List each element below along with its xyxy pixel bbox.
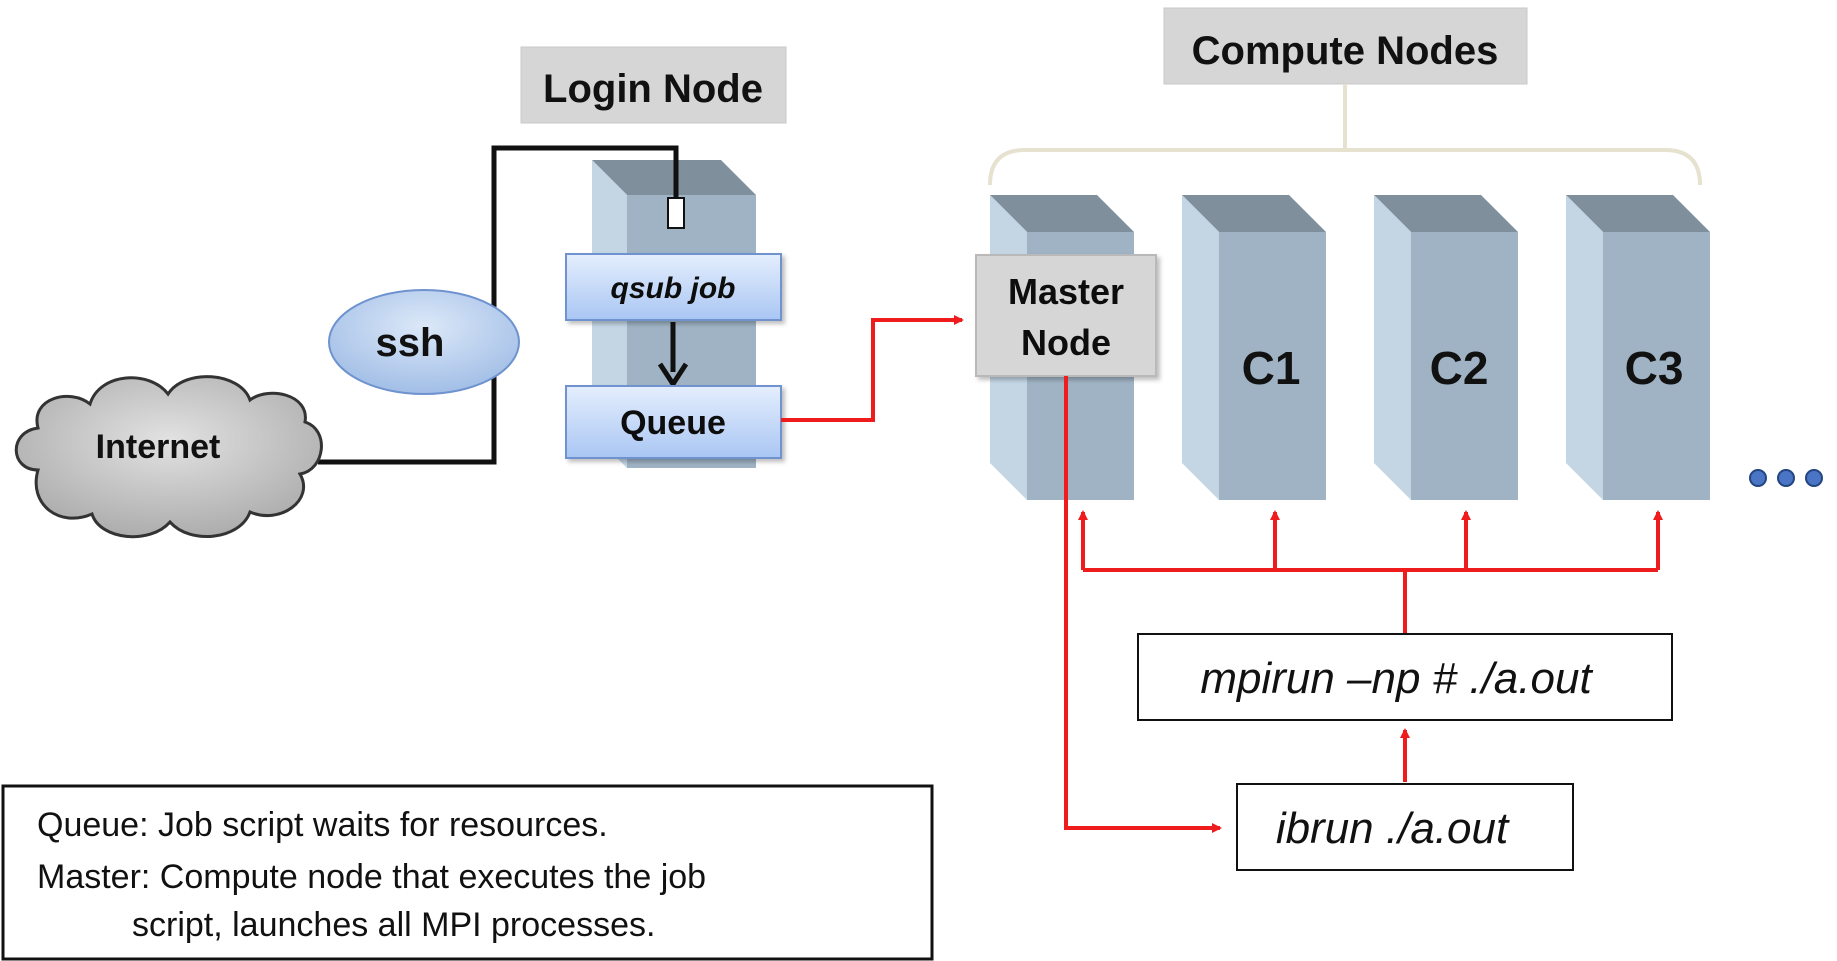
compute-node-c1: C1 bbox=[1182, 195, 1326, 500]
compute-node-c2-label: C2 bbox=[1430, 342, 1489, 394]
qsub-job-label: qsub job bbox=[611, 272, 736, 305]
ssh-label: ssh bbox=[376, 321, 445, 365]
ibrun-label: ibrun ./a.out bbox=[1276, 804, 1510, 853]
compute-nodes-title: Compute Nodes bbox=[1192, 29, 1499, 73]
internet-label: Internet bbox=[96, 428, 221, 466]
compute-node-c2: C2 bbox=[1374, 195, 1518, 500]
login-node-title: Login Node bbox=[543, 67, 763, 111]
internet-cloud: Internet bbox=[14, 375, 323, 539]
ssh-connection-line bbox=[318, 145, 679, 465]
red-flow-arrows bbox=[781, 315, 1663, 833]
ssh-ellipse: ssh bbox=[328, 289, 520, 395]
master-to-ibrun-arrow bbox=[1064, 376, 1222, 833]
legend-line-master-cont: script, launches all MPI processes. bbox=[132, 906, 655, 944]
qsub-to-queue-arrowhead bbox=[657, 362, 689, 389]
ibrun-box: ibrun ./a.out bbox=[1236, 783, 1574, 871]
legend-line-master: Master: Compute node that executes the j… bbox=[37, 858, 706, 896]
master-node-label-line2: Node bbox=[1021, 322, 1111, 363]
login-node-title-box: Login Node bbox=[520, 46, 787, 124]
more-nodes-ellipsis-icon bbox=[1749, 469, 1823, 487]
queue-label: Queue bbox=[620, 404, 726, 442]
master-node-label-line1: Master bbox=[1008, 271, 1124, 312]
compute-nodes-bracket bbox=[988, 84, 1702, 186]
legend-box: Queue: Job script waits for resources. M… bbox=[1, 784, 934, 961]
legend-line-queue: Queue: Job script waits for resources. bbox=[37, 806, 608, 844]
compute-node-c3: C3 bbox=[1566, 195, 1710, 500]
mpirun-label: mpirun –np # ./a.out bbox=[1200, 654, 1593, 703]
compute-nodes-title-box: Compute Nodes bbox=[1163, 7, 1528, 85]
qsub-job-box: qsub job bbox=[565, 253, 782, 321]
master-node-label-box: Master Node bbox=[975, 254, 1157, 377]
login-port bbox=[667, 197, 685, 229]
compute-node-c1-label: C1 bbox=[1242, 342, 1301, 394]
mpirun-box: mpirun –np # ./a.out bbox=[1137, 633, 1673, 721]
compute-node-c3-label: C3 bbox=[1625, 342, 1684, 394]
queue-to-master-arrow bbox=[781, 315, 964, 422]
queue-box: Queue bbox=[565, 385, 782, 459]
